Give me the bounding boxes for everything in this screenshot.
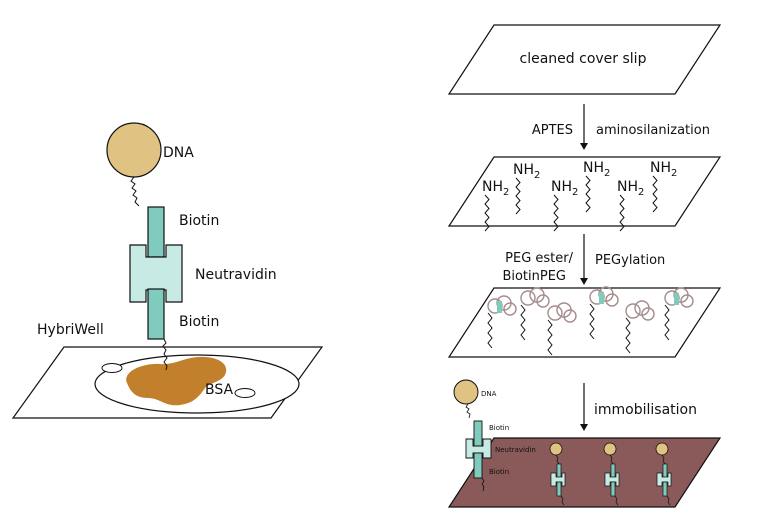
peg-linker [589,303,595,340]
biotin-tiny [610,481,616,497]
peg-linker [547,319,553,356]
biotin-bottom [147,288,165,340]
peg-linker [487,312,493,349]
biotin-tiny [610,463,616,479]
pegylation-label: PEGylation [595,253,665,268]
bsa-linker [162,338,168,371]
amine-group: NH2 [513,162,540,215]
neutravidin-tiny [550,472,566,487]
biotin-bottom-label: Biotin [179,314,219,330]
amine-label: NH2 [650,160,677,179]
hybriwell-port-left [101,363,123,373]
biotin-tiny [662,481,668,497]
immobilised-constructs [549,442,672,506]
amine-linker [585,175,591,213]
amine-group: NH2 [617,179,644,232]
amine-group: NH2 [583,160,610,213]
bsa-label: BSA [205,382,234,398]
dna-linker [130,176,140,207]
peg-chain [547,302,577,356]
neutravidin-label-small: Neutravidin [495,446,536,454]
bsa-blob [126,356,227,406]
amine-group: NH2 [482,179,509,232]
hybriwell-port-right [234,388,256,398]
hybriwell-label: HybriWell [37,322,104,338]
amine-label: NH2 [551,179,578,198]
dna-label: DNA [163,145,194,161]
amine-group: NH2 [551,179,578,232]
neutravidin-label: Neutravidin [195,267,277,283]
biotin-tiny [556,463,562,479]
amine-group: NH2 [650,160,677,213]
neutravidin-tiny [604,472,620,487]
biotin-peg-chain [664,287,694,341]
amine-linker [553,194,559,232]
biotin-mark [497,301,502,313]
cover-slip-immobilised [447,437,722,508]
biotin-tiny [662,463,668,479]
arrow-immobilisation [580,383,588,431]
amine-label: NH2 [617,179,644,198]
peg-chain [520,287,550,341]
cover-slip-amine [447,156,722,227]
neutravidin-tiny [656,472,672,487]
neutravidin-block [129,244,183,303]
dna-sphere-tiny [655,442,669,456]
left-panel: BSA HybriWell DNA Biotin Neutravidin Bio… [11,122,324,419]
cover-slip-label: cleaned cover slip [520,51,647,67]
biotin-bottom-label-small: Biotin [489,468,509,476]
biotin-top-label-small: Biotin [489,424,509,432]
immobilised-construct [603,442,620,506]
biotin-tiny [556,481,562,497]
amine-label: NH2 [513,162,540,181]
immobilised-construct-large: DNA Biotin Neutravidin Biotin [453,379,536,492]
peg-linker [625,317,631,354]
dna-sphere-small [453,379,479,405]
biotin-top [147,206,165,258]
biotin-bottom-small [473,452,483,479]
peg-linker [520,304,526,341]
biotin-top-small [473,420,483,447]
amine-linker [652,175,658,213]
peg-ester-label: PEG ester/ [505,251,573,266]
aminosilanization-label: aminosilanization [596,123,710,138]
arrow-pegylation [580,234,588,285]
peg-chain [625,300,655,354]
dna-sphere-tiny [549,442,563,456]
immobilised-construct [655,442,672,506]
biotin-top-label: Biotin [179,213,219,229]
peg-chains [487,286,694,356]
dna-sphere-tiny [603,442,617,456]
cover-slip-clean [447,24,722,95]
amine-label: NH2 [583,160,610,179]
dna-sphere [106,122,162,178]
arrow-aminosilanization [580,104,588,150]
peg-linker [664,304,670,341]
biotin-mark [674,293,679,305]
cover-slip-peg [447,287,722,358]
immobilisation-label: immobilisation [594,402,697,418]
immobilised-construct [549,442,566,506]
aptes-label: APTES [532,123,573,138]
biotin-peg-chain [589,286,619,340]
amine-linker [484,194,490,232]
biotin-peg-chain [487,295,517,349]
amine-linker [619,194,625,232]
amine-label: NH2 [482,179,509,198]
biotin-mark [599,292,604,304]
right-panel: cleaned cover slip APTES aminosilanizati… [447,24,722,508]
neutravidin-small [465,438,492,459]
biotinpeg-label: BiotinPEG [502,269,566,284]
amine-linker [515,177,521,215]
dna-label-small: DNA [481,390,497,398]
